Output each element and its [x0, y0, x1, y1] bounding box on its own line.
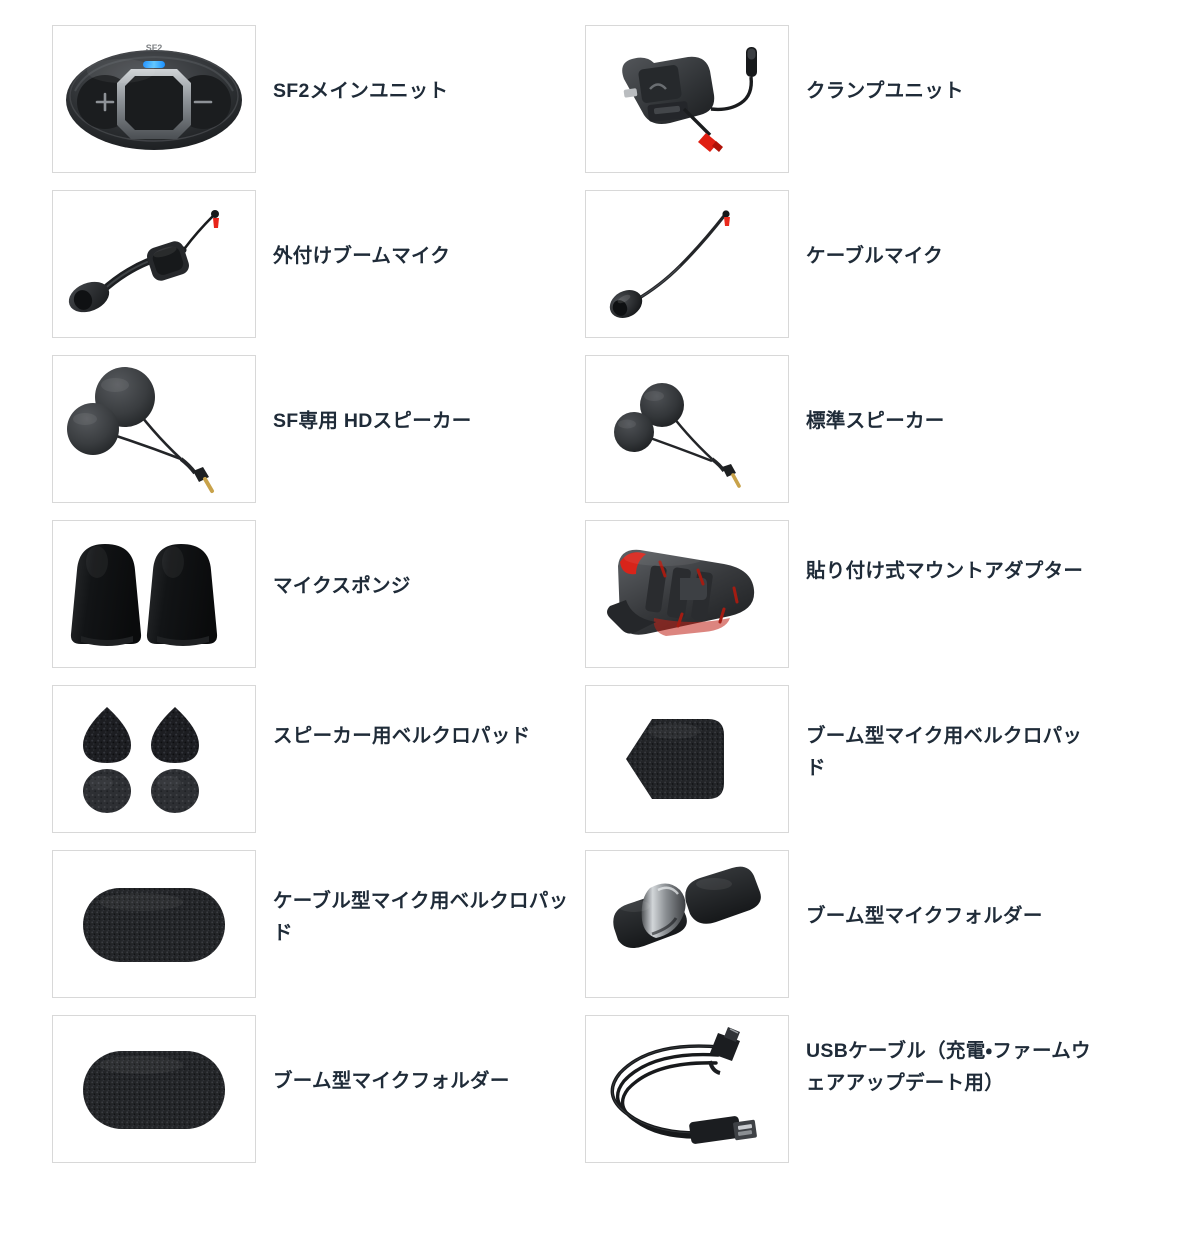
wired-microphone-image — [609, 210, 730, 318]
accessory-item: ケーブル型マイク用ベルクロパッド — [52, 850, 585, 998]
wired-microphone-velcro-pad-thumbnail — [52, 850, 256, 998]
accessory-label: スピーカー用ベルクロパッド — [273, 725, 531, 747]
standard-speaker-thumbnail — [585, 355, 789, 503]
accessory-item: クランプユニット — [585, 25, 1118, 173]
accessory-item: SF専用 HDスピーカー — [52, 355, 585, 503]
glued-surface-mounting-adapter-image — [607, 549, 755, 636]
boom-microphone-velcro-pad-image — [626, 719, 724, 799]
accessory-label: クランプユニット — [806, 80, 964, 102]
accessory-item: マイクスポンジ — [52, 520, 585, 668]
microphone-sponge-image — [70, 544, 218, 646]
accessory-label: SF2メインユニット — [273, 80, 449, 102]
accessory-item: ブーム型マイク用ベルクロパッド — [585, 685, 1118, 833]
clamp-unit-image — [622, 47, 757, 152]
boom-microphone-holder-image — [613, 866, 761, 948]
boom-microphone-holder-pad-thumbnail — [52, 1015, 256, 1163]
accessory-label: マイクスポンジ — [273, 575, 411, 597]
microphone-sponge-thumbnail — [52, 520, 256, 668]
standard-speaker-image — [614, 383, 741, 488]
accessory-label: 外付けブームマイク — [273, 245, 451, 267]
accessory-item: SF2 SF2メインユニット — [52, 25, 585, 173]
accessory-label: 標準スピーカー — [806, 410, 945, 432]
clamp-unit-thumbnail — [585, 25, 789, 173]
accessory-label: ブーム型マイク用ベルクロパッド — [806, 725, 1083, 779]
hd-speaker-thumbnail — [52, 355, 256, 503]
sf2-main-unit-thumbnail: SF2 — [52, 25, 256, 173]
speaker-velcro-pad-thumbnail — [52, 685, 256, 833]
accessory-item: 貼り付け式マウントアダプター — [585, 520, 1118, 668]
boom-microphone-velcro-pad-thumbnail — [585, 685, 789, 833]
svg-text:SF2: SF2 — [146, 43, 163, 53]
accessory-label: 貼り付け式マウントアダプター — [806, 560, 1084, 582]
accessory-item: 外付けブームマイク — [52, 190, 585, 338]
accessory-item: ブーム型マイクフォルダー — [585, 850, 1118, 998]
boom-microphone-holder-thumbnail — [585, 850, 789, 998]
accessory-item: USBケーブル（充電・ファームウェアアップデート用） — [585, 1015, 1118, 1163]
usb-power-and-data-cable-thumbnail — [585, 1015, 789, 1163]
accessory-item: スピーカー用ベルクロパッド — [52, 685, 585, 833]
attachable-boom-microphone-thumbnail — [52, 190, 256, 338]
accessory-item: ケーブルマイク — [585, 190, 1118, 338]
wired-microphone-thumbnail — [585, 190, 789, 338]
accessory-label: USBケーブル（充電・ファームウェアアップデート用） — [806, 1040, 1091, 1094]
usb-power-and-data-cable-image — [610, 1027, 757, 1144]
hd-speaker-image — [67, 367, 214, 493]
accessory-label: ケーブル型マイク用ベルクロパッド — [273, 890, 569, 944]
accessory-grid: SF2 SF2メインユニット — [0, 25, 1200, 1163]
accessory-item: ブーム型マイクフォルダー — [52, 1015, 585, 1163]
accessory-item: 標準スピーカー — [585, 355, 1118, 503]
accessory-label: ブーム型マイクフォルダー — [806, 905, 1043, 927]
attachable-boom-microphone-image — [68, 210, 219, 313]
speaker-velcro-pad-image — [83, 707, 199, 813]
accessory-label: SF専用 HDスピーカー — [273, 410, 472, 432]
sf2-main-unit-image: SF2 — [66, 43, 242, 150]
glued-surface-mounting-adapter-thumbnail — [585, 520, 789, 668]
accessory-label: ケーブルマイク — [806, 245, 944, 267]
wired-microphone-velcro-pad-image — [83, 888, 225, 962]
accessory-label: ブーム型マイクフォルダー — [273, 1070, 510, 1092]
boom-microphone-holder-pad-image — [83, 1051, 225, 1129]
